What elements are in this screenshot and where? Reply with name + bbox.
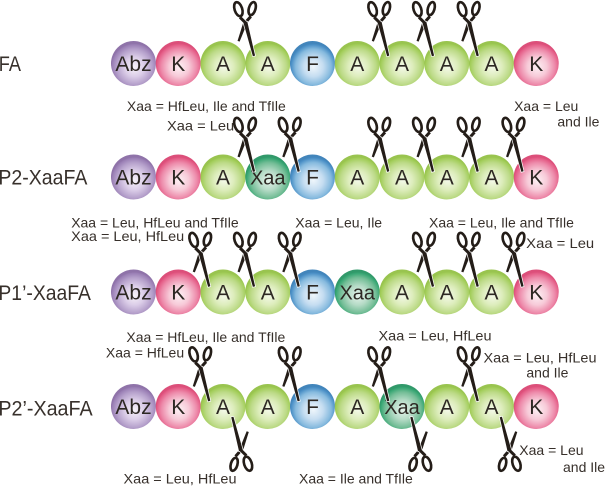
svg-text:A: A [440,53,454,76]
svg-text:A: A [440,282,454,305]
svg-text:Abz: Abz [115,396,151,419]
svg-text:Xaa: Xaa [250,168,286,190]
svg-text:A: A [216,53,230,76]
svg-text:Xaa = Leu: Xaa = Leu [519,442,583,458]
svg-text:K: K [529,282,543,305]
svg-text:F: F [306,396,319,419]
svg-text:Xaa = Leu, HfLeu: Xaa = Leu, HfLeu [124,471,237,487]
svg-text:K: K [529,167,543,190]
svg-text:F: F [306,167,319,190]
svg-text:K: K [529,53,543,76]
svg-text:Xaa = Leu, HfLeu: Xaa = Leu, HfLeu [484,349,597,365]
svg-text:K: K [529,396,543,419]
svg-text:A: A [440,396,454,419]
svg-text:A: A [395,282,409,305]
svg-text:Xaa = Leu, Ile: Xaa = Leu, Ile [295,215,382,231]
svg-text:Xaa = HfLeu, Ile and TfIle: Xaa = HfLeu, Ile and TfIle [126,329,285,345]
svg-text:Xaa = Ile and TfIle: Xaa = Ile and TfIle [299,471,413,487]
svg-text:A: A [350,53,364,76]
svg-text:Abz: Abz [115,167,151,190]
svg-text:Xaa = Leu: Xaa = Leu [526,235,594,251]
svg-text:and Ile: and Ile [526,365,568,381]
svg-text:A: A [261,53,275,76]
svg-text:K: K [171,53,185,76]
svg-text:Xaa = Leu, HfLeu: Xaa = Leu, HfLeu [71,228,184,244]
svg-text:P1’-XaaFA: P1’-XaaFA [0,282,91,305]
svg-text:A: A [440,167,454,190]
svg-text:A: A [484,396,498,419]
svg-text:and Ile: and Ile [563,459,605,475]
svg-text:A: A [216,167,230,190]
svg-text:Xaa = Leu: Xaa = Leu [167,117,234,133]
svg-text:Xaa: Xaa [384,397,420,419]
svg-text:Xaa = Leu, HfLeu: Xaa = Leu, HfLeu [379,328,492,344]
svg-text:K: K [171,167,185,190]
svg-text:K: K [171,282,185,305]
svg-text:A: A [484,282,498,305]
svg-text:A: A [350,167,364,190]
svg-text:P2’-XaaFA: P2’-XaaFA [0,397,93,420]
svg-text:A: A [395,53,409,76]
svg-text:Xaa = HfLeu, Ile and TfIle: Xaa = HfLeu, Ile and TfIle [127,98,286,114]
svg-text:P2-XaaFA: P2-XaaFA [0,167,87,190]
svg-text:A: A [261,396,275,419]
svg-text:Abz: Abz [115,282,151,305]
svg-text:Xaa = Leu: Xaa = Leu [514,98,578,114]
svg-text:Xaa = Leu, HfLeu and TfIle: Xaa = Leu, HfLeu and TfIle [71,215,239,231]
svg-text:Xaa: Xaa [339,283,375,305]
svg-text:K: K [171,396,185,419]
svg-text:Xaa = Leu, Ile and TfIle: Xaa = Leu, Ile and TfIle [429,215,574,231]
svg-text:F: F [306,282,319,305]
svg-text:A: A [350,396,364,419]
svg-text:FA: FA [0,53,21,76]
svg-text:F: F [306,53,319,76]
svg-text:A: A [395,167,409,190]
svg-text:and Ile: and Ile [557,114,599,130]
svg-text:A: A [261,282,275,305]
svg-text:Xaa = HfLeu: Xaa = HfLeu [106,344,184,360]
svg-text:A: A [216,396,230,419]
svg-text:A: A [484,53,498,76]
svg-text:Abz: Abz [115,53,151,76]
svg-text:A: A [216,282,230,305]
svg-text:A: A [484,167,498,190]
